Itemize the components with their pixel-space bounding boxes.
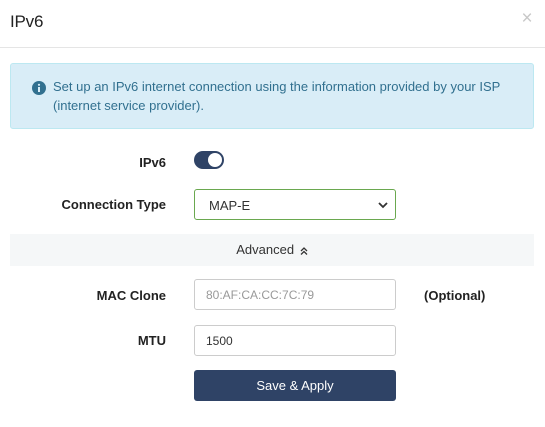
info-icon bbox=[32, 81, 46, 95]
toggle-knob bbox=[208, 153, 222, 167]
optional-hint: (Optional) bbox=[424, 288, 486, 303]
dialog-title: IPv6 bbox=[10, 12, 44, 31]
info-text: Set up an IPv6 internet connection using… bbox=[53, 79, 501, 113]
connection-type-value: MAP-E bbox=[209, 198, 251, 213]
mac-clone-input[interactable] bbox=[194, 279, 396, 310]
mac-clone-label: MAC Clone bbox=[96, 288, 166, 303]
chevron-down-icon bbox=[378, 202, 388, 209]
mtu-label: MTU bbox=[137, 333, 166, 348]
info-alert: Set up an IPv6 internet connection using… bbox=[10, 63, 534, 129]
advanced-section: Advanced bbox=[10, 234, 534, 266]
advanced-label: Advanced bbox=[236, 242, 295, 257]
advanced-toggle[interactable]: Advanced bbox=[10, 242, 534, 257]
close-icon[interactable]: × bbox=[521, 8, 533, 29]
ipv6-toggle[interactable] bbox=[194, 151, 224, 169]
chevron-double-up-icon bbox=[300, 246, 308, 255]
save-apply-button[interactable]: Save & Apply bbox=[194, 370, 396, 401]
connection-type-select[interactable]: MAP-E bbox=[194, 189, 396, 220]
dialog-header: IPv6 × bbox=[0, 0, 545, 48]
connection-type-label: Connection Type bbox=[61, 197, 166, 212]
mtu-input[interactable] bbox=[194, 325, 396, 356]
ipv6-label: IPv6 bbox=[139, 155, 166, 170]
